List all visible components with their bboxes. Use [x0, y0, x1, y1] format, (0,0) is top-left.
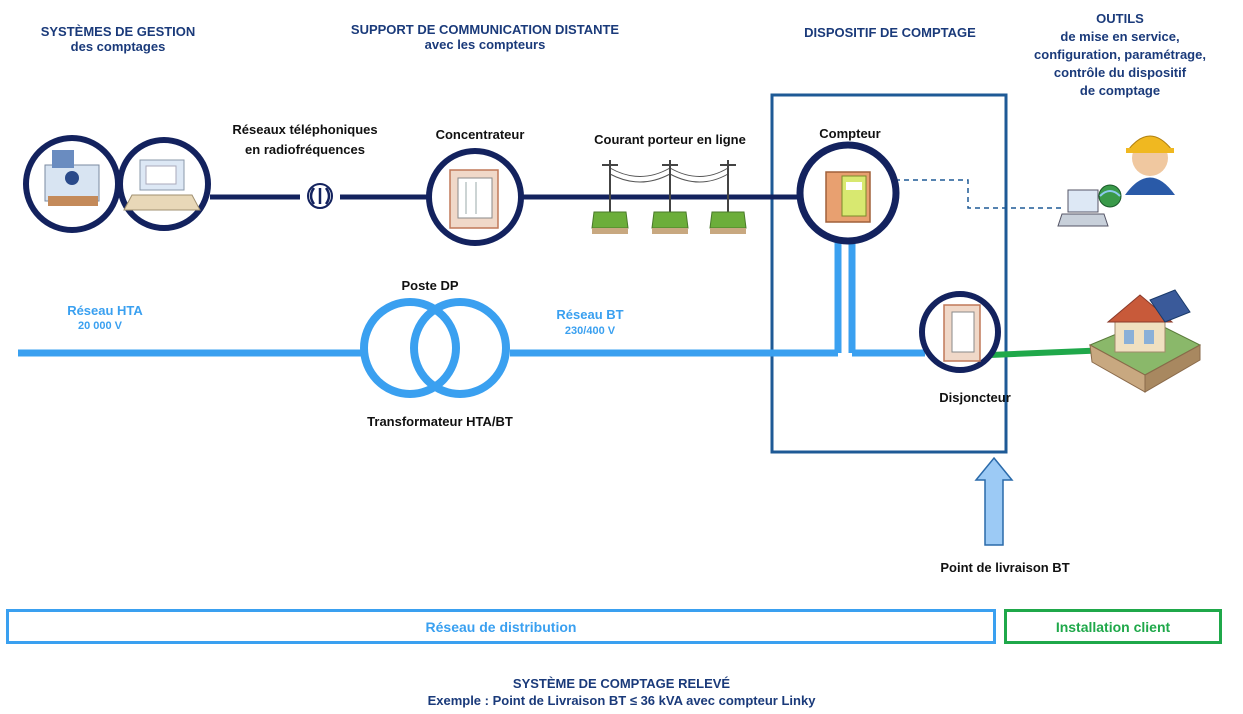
- label-cpl: Courant porteur en ligne: [594, 132, 746, 147]
- tools-dashed-link: [895, 179, 1065, 209]
- label-disjoncteur: Disjoncteur: [939, 390, 1011, 405]
- dispositif-box: [770, 93, 1008, 454]
- header-dispositif: DISPOSITIF DE COMPTAGE: [770, 25, 1010, 40]
- label-bt-voltage: 230/400 V: [564, 325, 616, 337]
- header-dispositif-line1: DISPOSITIF DE COMPTAGE: [804, 25, 976, 40]
- compteur-icon: [796, 141, 900, 245]
- installation-client-label: Installation client: [1055, 618, 1171, 635]
- power-line-poles-icon: [591, 160, 747, 234]
- header-support: SUPPORT DE COMMUNICATION DISTANTE avec l…: [300, 22, 670, 52]
- gestion-computer-icon: [117, 137, 211, 231]
- header-outils-line4: contrôle du dispositif: [1053, 65, 1187, 80]
- power-network-line: [18, 235, 925, 357]
- concentrateur-icon: [426, 148, 524, 246]
- label-concentrateur: Concentrateur: [435, 127, 525, 142]
- header-outils-line5: de comptage: [1079, 83, 1161, 98]
- label-transformateur: Transformateur HTA/BT: [367, 414, 513, 429]
- label-reseaux-telephoniques: Réseaux téléphoniques en radiofréquences: [205, 120, 405, 160]
- label-reseau-hta: Réseau HTA: [67, 303, 143, 318]
- header-outils-line1: OUTILS: [1096, 11, 1144, 26]
- header-support-line1: SUPPORT DE COMMUNICATION DISTANTE: [350, 22, 620, 37]
- gestion-workstation-icon: [23, 135, 121, 233]
- technician-icon: [1125, 135, 1175, 195]
- transformer-icon: [360, 298, 510, 398]
- disjoncteur-icon: [919, 291, 1001, 373]
- laptop-globe-icon: [1057, 184, 1122, 227]
- client-line: [989, 347, 1111, 358]
- arrow-up-icon: [974, 456, 1014, 546]
- header-gestion: SYSTÈMES DE GESTION des comptages: [18, 24, 218, 54]
- header-outils-line3: configuration, paramétrage,: [1034, 47, 1206, 62]
- label-hta-voltage: 20 000 V: [77, 320, 123, 332]
- reseau-distribution-bar: Réseau de distribution: [6, 609, 996, 644]
- label-poste-dp: Poste DP: [401, 278, 459, 293]
- label-point-livraison: Point de livraison BT: [940, 560, 1070, 575]
- radio-waves-icon: [307, 183, 333, 209]
- installation-client-bar: Installation client: [1004, 609, 1222, 644]
- label-reseau-bt: Réseau BT: [556, 307, 624, 322]
- header-support-line2: avec les compteurs: [424, 37, 546, 52]
- header-outils: OUTILS de mise en service, configuration…: [1025, 10, 1215, 100]
- label-reseaux-tel-line2: en radiofréquences: [245, 142, 365, 157]
- header-gestion-line1: SYSTÈMES DE GESTION: [40, 24, 196, 39]
- label-reseaux-tel-line1: Réseaux téléphoniques: [232, 122, 378, 137]
- header-gestion-line2: des comptages: [70, 39, 166, 54]
- reseau-distribution-label: Réseau de distribution: [425, 618, 577, 635]
- footer-subtitle: Exemple : Point de Livraison BT ≤ 36 kVA…: [427, 693, 816, 708]
- house-icon: [1088, 289, 1202, 393]
- label-compteur: Compteur: [819, 126, 881, 141]
- header-outils-line2: de mise en service,: [1060, 29, 1180, 44]
- footer-title: SYSTÈME DE COMPTAGE RELEVÉ: [512, 676, 731, 691]
